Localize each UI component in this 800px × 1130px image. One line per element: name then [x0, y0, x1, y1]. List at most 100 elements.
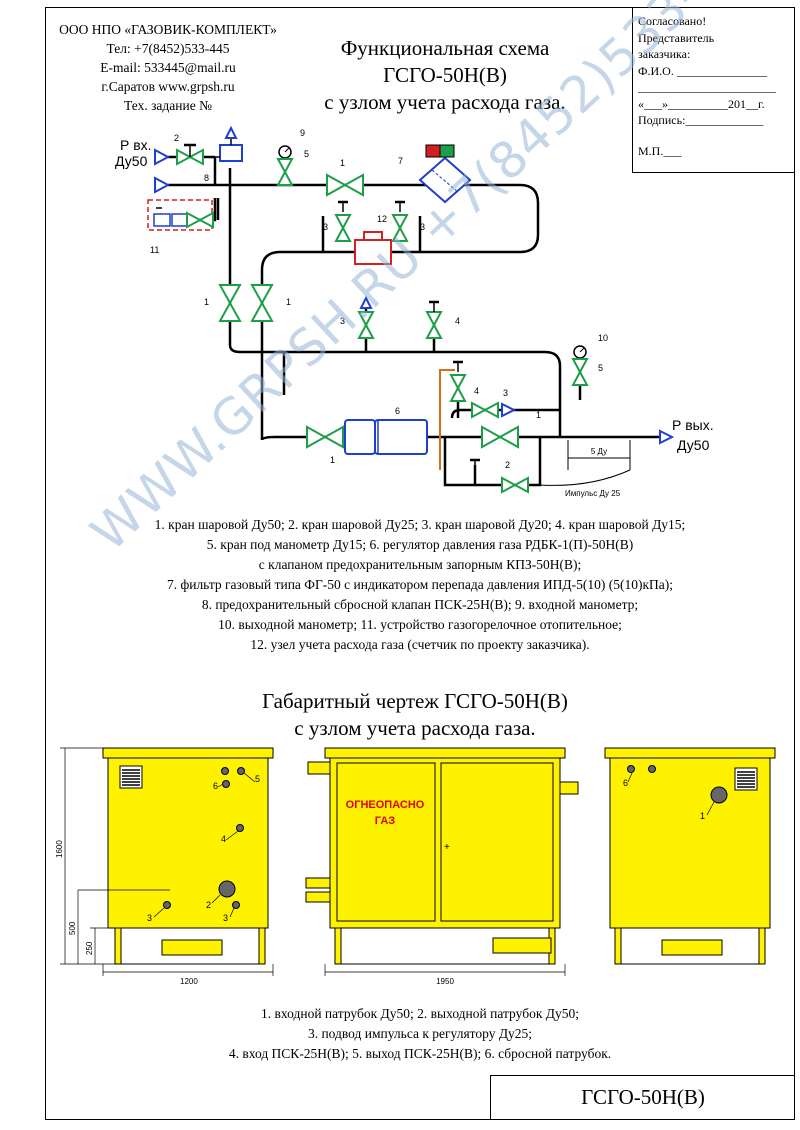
num-3: 3 — [420, 222, 425, 232]
approval-block: Согласовано! Представитель заказчика: Ф.… — [632, 8, 795, 173]
num-5: 5 — [304, 149, 309, 159]
scheme-legend-line: 8. предохранительный сбросной клапан ПСК… — [201, 597, 639, 612]
num-1: 1 — [330, 455, 335, 465]
valve-1-icon — [306, 426, 344, 448]
approval-date: «___»__________201__г. — [638, 96, 765, 111]
approval-signature: Подпись:_____________ — [638, 113, 764, 127]
company-city-site: г.Саратов www.grpsh.ru — [101, 79, 235, 94]
drawing-title-line2: с узлом учета расхода газа. — [294, 716, 536, 740]
label-du-out: Ду50 — [677, 437, 710, 453]
handle-icon: + — [444, 842, 450, 853]
gas-meter-icon — [354, 231, 392, 265]
scheme-legend-line: 7. фильтр газовый типа ФГ-50 с индикатор… — [166, 577, 674, 592]
valve-2-icon — [501, 477, 529, 493]
num-6: 6 — [395, 406, 400, 416]
num-1: 1 — [536, 410, 541, 420]
approval-blank: _______________________ — [638, 80, 776, 94]
num-9: 9 — [300, 128, 305, 138]
approval-customer: заказчика: — [638, 47, 691, 61]
num-8: 8 — [204, 173, 209, 183]
pressure-regulator-icon — [344, 419, 428, 455]
label-p-in: Р вх. — [120, 137, 152, 153]
vent-grille-icon — [734, 767, 758, 791]
scheme-legend-line: 1. кран шаровой Ду50; 2. кран шаровой Ду… — [154, 517, 686, 532]
label-right-1: 1 — [700, 811, 705, 821]
scheme-legend-line: 10. выходной манометр; 11. устройство га… — [218, 617, 622, 632]
label-left-6: 6 — [213, 781, 218, 791]
company-phone: Тел: +7(8452)533-445 — [106, 41, 230, 56]
drawing-title-line1: Габаритный чертеж ГСГО-50Н(В) — [262, 689, 568, 713]
label-impulse: Импульс Ду 25 — [565, 489, 621, 498]
functional-scheme: 5 Ду Импульс Ду 25 Р вх. Ду50 Р вых. Ду5… — [115, 125, 714, 498]
outlet-pipe-icon — [218, 880, 236, 898]
valve-5-icon — [277, 158, 293, 186]
num-4: 4 — [474, 386, 479, 396]
valve-4-icon — [426, 311, 442, 339]
num-3: 3 — [340, 316, 345, 326]
approval-rep: Представитель — [638, 30, 715, 45]
num-5: 5 — [598, 363, 603, 373]
num-12: 12 — [377, 214, 387, 224]
num-1: 1 — [286, 297, 291, 307]
num-4: 4 — [455, 316, 460, 326]
valve-5-icon — [572, 358, 588, 386]
company-name: ООО НПО «ГАЗОВИК-КОМПЛЕКТ» — [59, 22, 277, 37]
valve-1-icon — [219, 284, 241, 322]
burner-device-icon — [147, 199, 214, 231]
outlet-arrow-icon — [659, 429, 675, 445]
scheme-legend-line: 5. кран под манометр Ду15; 6. регулятор … — [206, 537, 634, 552]
num-10: 10 — [598, 333, 608, 343]
scheme-legend-line: с клапаном предохранительным запорным КП… — [258, 557, 582, 572]
dim-width-1950: 1950 — [436, 977, 454, 986]
drawing-legend-line: 3. подвод импульса к регулятору Ду25; — [307, 1026, 533, 1041]
company-block: ООО НПО «ГАЗОВИК-КОМПЛЕКТ» Тел: +7(8452)… — [48, 20, 288, 115]
scheme-title: Функциональная схема ГСГО-50Н(В) с узлом… — [285, 35, 605, 116]
vent-grille-icon — [119, 765, 143, 789]
num-3: 3 — [503, 388, 508, 398]
cabinet-side-view-left — [102, 747, 274, 965]
valve-1-icon — [251, 284, 273, 322]
cabinet-side-view-right — [604, 747, 776, 965]
danger-line1: ОГНЕОПАСНО — [346, 799, 425, 811]
dim-width-1200: 1200 — [180, 977, 198, 986]
num-2: 2 — [505, 460, 510, 470]
dim-height-500: 500 — [68, 921, 77, 935]
drawing-title: Габаритный чертеж ГСГО-50Н(В) с узлом уч… — [215, 688, 615, 742]
label-left-2: 2 — [206, 900, 211, 910]
approval-agreed: Согласовано! — [638, 14, 707, 28]
scheme-title-line2: ГСГО-50Н(В) — [383, 63, 507, 87]
label-left-5: 5 — [255, 774, 260, 784]
scheme-legend-line: 12. узел учета расхода газа (счетчик по … — [250, 637, 590, 652]
num-7: 7 — [398, 156, 403, 166]
title-stamp: ГСГО-50Н(В) — [490, 1075, 795, 1120]
valve-1-icon — [326, 174, 364, 196]
label-left-3b: 3 — [223, 913, 228, 923]
inlet-arrow-icon — [154, 148, 171, 166]
valve-4-icon — [450, 374, 466, 402]
label-right-6: 6 — [623, 778, 628, 788]
dimensional-drawing: 5 6 4 2 3 3 1600 500 250 1200 + ОГНЕОПАС… — [55, 747, 776, 986]
dim-height-1600: 1600 — [55, 840, 64, 858]
drawing-legend-line: 1. входной патрубок Ду50; 2. выходной па… — [261, 1006, 579, 1021]
scheme-title-line3: с узлом учета расхода газа. — [324, 90, 566, 114]
label-du-in: Ду50 — [115, 153, 148, 169]
num-11: 11 — [150, 245, 159, 255]
num-3: 3 — [323, 222, 328, 232]
valve-1-icon — [481, 426, 519, 448]
valve-3-icon — [471, 402, 499, 418]
drawing-legend: 1. входной патрубок Ду50; 2. выходной па… — [60, 1004, 780, 1064]
drawing-legend-line: 4. вход ПСК-25Н(В); 5. выход ПСК-25Н(В);… — [228, 1046, 612, 1061]
label-five-du: 5 Ду — [591, 447, 607, 456]
inlet-pipe-icon — [710, 786, 728, 804]
cabinet-front-view: + — [305, 747, 579, 965]
company-email: E-mail: 533445@mail.ru — [100, 60, 236, 75]
approval-fio: Ф.И.О. _______________ — [638, 63, 767, 78]
num-1: 1 — [204, 297, 209, 307]
num-1: 1 — [340, 158, 345, 168]
valve-3-icon — [335, 214, 351, 242]
label-left-3a: 3 — [147, 913, 152, 923]
gas-filter-icon — [418, 144, 472, 204]
drawing-frame — [45, 7, 795, 1120]
dim-height-250: 250 — [85, 941, 94, 955]
label-left-4: 4 — [221, 834, 226, 844]
